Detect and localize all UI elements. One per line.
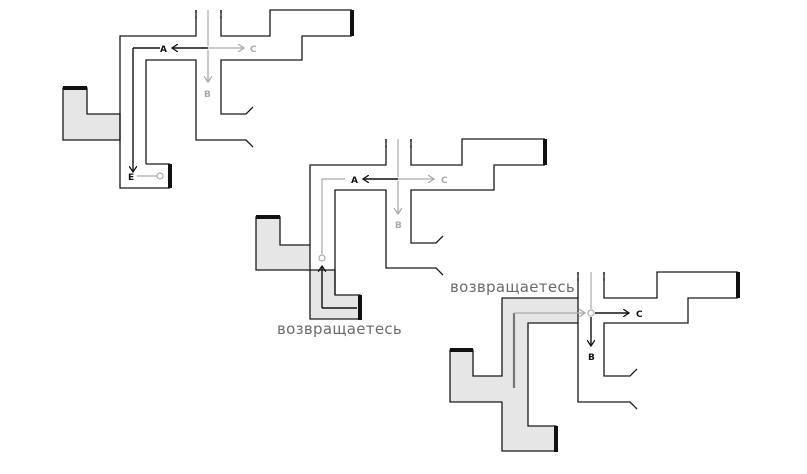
return-word: возвращаетесь (277, 320, 402, 338)
wall-dashed (577, 272, 605, 284)
label-b: B (588, 353, 595, 363)
wall (577, 323, 638, 410)
wall (603, 297, 738, 377)
wall (220, 35, 352, 115)
label-a: A (160, 45, 167, 55)
return-circle (587, 309, 595, 317)
wall (220, 9, 352, 37)
shaded-area-1 (62, 87, 121, 141)
wall (334, 189, 444, 295)
label-e: E (128, 173, 134, 183)
return-circle (318, 254, 326, 262)
panel-2: A C B возвращаетесь (255, 138, 547, 338)
wall (309, 139, 387, 245)
label-b: B (395, 221, 402, 231)
label-c: C (636, 310, 643, 320)
start-circle (156, 172, 164, 180)
wall (603, 271, 738, 299)
wall-dashed (195, 10, 222, 22)
wall-dashed (385, 139, 412, 151)
label-c: C (441, 176, 448, 186)
panel-3: C B возвращаетесь (449, 271, 740, 452)
return-word: возвращаетесь (450, 278, 575, 296)
wall (119, 10, 197, 140)
wall (410, 138, 545, 166)
wall (119, 140, 170, 189)
panel-1: A C B E (62, 9, 354, 189)
wall (410, 164, 545, 244)
wall (145, 59, 254, 164)
label-b: B (204, 90, 211, 100)
shaded-area-2 (255, 216, 361, 320)
label-a: A (351, 176, 358, 186)
label-c: C (250, 45, 257, 55)
